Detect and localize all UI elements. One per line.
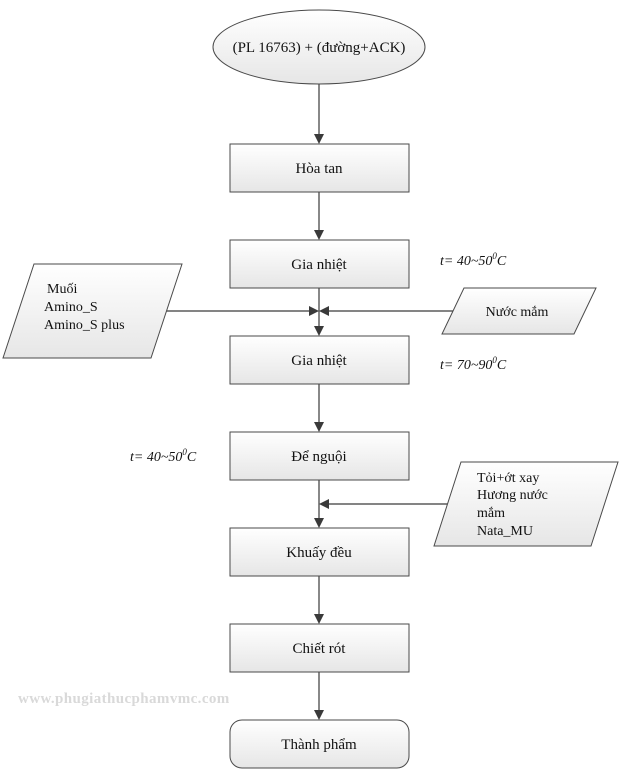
watermark: www.phugiathucphamvmc.com [18,691,230,707]
input-left-line-1: Muối [47,282,77,297]
end-label: Thành phẩm [281,737,357,753]
step-khuay-deu: Khuấy đều [229,527,410,577]
step-hoa-tan: Hòa tan [229,143,410,193]
input-right-fish-sauce: Nước mắm [441,287,597,335]
step-box [229,143,410,193]
step-de-nguoi: Để nguội [229,431,410,481]
step-box [229,335,410,385]
start-ellipse [212,9,426,85]
input-mix-line-2: Hương nước [477,488,548,503]
start-node: (PL 16763) + (đường+ACK) [212,9,426,85]
temp-sup: 0 [492,355,497,365]
step-label: Gia nhiệt [291,257,347,273]
end-rounded-box [229,719,410,769]
input-mix-line-4: Nata_MU [477,524,533,539]
temp-suffix: C [497,254,507,269]
start-label: (PL 16763) + (đường+ACK) [233,40,406,56]
temp-prefix: t= 40~50 [130,450,182,465]
input-mix-line-3: mắm [477,506,505,521]
input-left-line-3: Amino_S plus [44,318,125,333]
input-right-mix: Tỏi+ớt xay Hương nước mắm Nata_MU [433,461,619,547]
input-mix-line-1: Tỏi+ớt xay [477,471,539,486]
temp-sup: 0 [182,447,187,457]
step-label: Chiết rót [293,641,347,657]
input-fish-label: Nước mắm [486,305,549,320]
input-left-additives: Muối Amino_S Amino_S plus [2,263,183,359]
end-node: Thành phẩm [229,719,410,769]
input-parallelogram [2,263,183,359]
step-box [229,527,410,577]
temperature-label-3: t= 40~500C [130,447,197,465]
step-gia-nhiet-1: Gia nhiệt [229,239,410,289]
input-left-line-2: Amino_S [44,300,98,315]
temp-prefix: t= 70~90 [440,358,492,373]
step-label: Gia nhiệt [291,353,347,369]
step-box [229,623,410,673]
step-chiet-rot: Chiết rót [229,623,410,673]
input-parallelogram [433,461,619,547]
temp-sup: 0 [492,251,497,261]
step-box [229,431,410,481]
temp-prefix: t= 40~50 [440,254,492,269]
temperature-label-2: t= 70~900C [440,355,507,373]
step-gia-nhiet-2: Gia nhiệt [229,335,410,385]
step-box [229,239,410,289]
temperature-label-1: t= 40~500C [440,251,507,269]
step-label: Hòa tan [295,161,343,177]
step-label: Để nguội [291,449,346,465]
step-label: Khuấy đều [286,545,352,561]
connectors [166,84,460,720]
temp-suffix: C [187,450,197,465]
input-parallelogram [441,287,597,335]
temp-suffix: C [497,358,507,373]
